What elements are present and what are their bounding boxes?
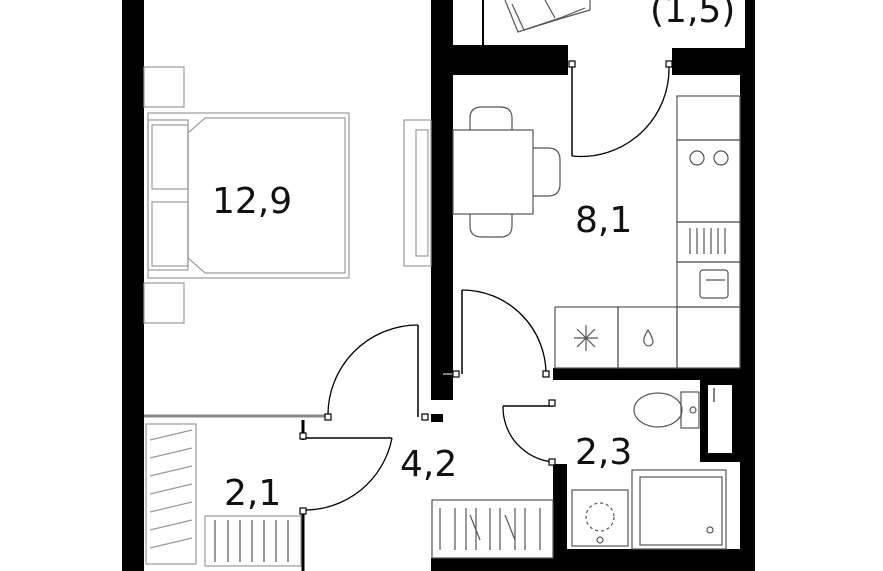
tv-stand [403, 119, 432, 267]
toilet [633, 391, 700, 429]
counter-upper [676, 95, 741, 141]
stove [676, 139, 741, 223]
kitchen-counter [554, 95, 741, 369]
snowflake-icon [574, 325, 598, 351]
partition-wall-bedroom-kitchen [431, 0, 453, 400]
shower-drain-icon [706, 526, 714, 534]
toilet-button-icon [689, 406, 697, 414]
bedroom-door[interactable] [324, 324, 429, 421]
drop-icon [643, 328, 654, 347]
bed-headboard [147, 119, 189, 271]
bathroom-bottom-wall [553, 549, 743, 571]
washing-machine [571, 489, 629, 547]
nightstand-top [143, 66, 185, 108]
oven-cabinet [617, 306, 678, 369]
bathroom-door[interactable] [502, 399, 556, 466]
kitchen-door[interactable] [452, 289, 550, 378]
wardrobe-rack-bottom [204, 515, 302, 567]
shaft-interior [708, 385, 732, 453]
kitchen-area-label: 8,1 [575, 200, 632, 241]
balcony-chair [504, 0, 591, 33]
sink-cabinet [676, 261, 741, 308]
wardrobe-door[interactable] [299, 432, 393, 515]
wardrobe-area-label: 2,1 [224, 473, 281, 514]
tv-cabinet [403, 119, 432, 267]
nightstand-bottom [143, 282, 185, 324]
bathroom-area-label: 2,3 [575, 432, 632, 473]
top-wall-balcony-left [453, 45, 568, 75]
toilet-tank [680, 391, 700, 429]
wardrobe-shelving [145, 423, 302, 567]
dining-set [452, 106, 561, 238]
wardrobe-hangers-bottom [214, 520, 289, 562]
pillow-bottom [151, 201, 189, 267]
bathroom-fixtures [571, 391, 727, 550]
burner-1-icon [689, 150, 705, 166]
left-outer-wall [122, 0, 144, 571]
hall-hangers [439, 508, 541, 550]
counter-lower-right [676, 306, 741, 369]
shower-inner [639, 476, 723, 546]
balcony-door[interactable] [568, 60, 673, 158]
tv-screen [415, 129, 429, 257]
washer-knob-icon [596, 536, 604, 544]
hall-wardrobe-cabinet [431, 499, 554, 559]
bedroom-area-label: 12,9 [212, 181, 292, 222]
washing-drum-icon [585, 502, 615, 532]
bathroom-top-wall [553, 368, 743, 380]
balcony: (1,5) [482, 0, 735, 45]
wardrobe-hangers-left [149, 429, 193, 549]
dining-table [452, 129, 534, 215]
hall-wardrobe [431, 499, 554, 559]
balcony-rail [745, 0, 755, 48]
bed [143, 66, 350, 324]
dishwasher [676, 221, 741, 263]
burner-2-icon [713, 150, 729, 166]
balcony-area-label: (1,5) [650, 0, 735, 31]
chair-right [533, 147, 561, 197]
chair-top [469, 106, 513, 130]
bottom-wall-right [431, 558, 553, 571]
pillow-top [151, 124, 189, 190]
sink-icon [699, 269, 729, 299]
walls [122, 0, 755, 571]
chair-bottom [469, 214, 513, 238]
right-outer-wall [740, 48, 755, 571]
wardrobe-rack-left [145, 423, 197, 565]
bathroom-left-wall [553, 464, 567, 571]
blanket [187, 117, 346, 274]
toilet-bowl [633, 392, 683, 428]
dishwasher-rack [689, 228, 726, 254]
shower-tray [631, 469, 727, 550]
partition-wall-lower [431, 414, 443, 422]
hall-area-label: 4,2 [400, 444, 457, 485]
